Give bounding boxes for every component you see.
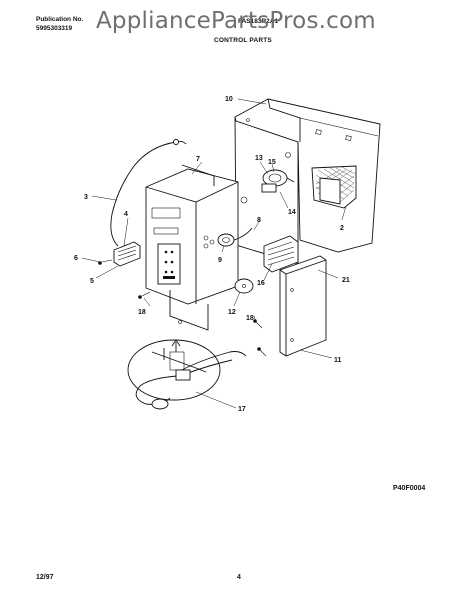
callout-18-left: 18 xyxy=(138,309,146,316)
section-title: CONTROL PARTS xyxy=(214,37,272,44)
page-number: 4 xyxy=(237,574,241,581)
figure-code: P40F0004 xyxy=(393,485,426,492)
callout-5: 5 xyxy=(90,278,94,285)
callout-11: 11 xyxy=(334,357,342,364)
footer-date: 12/97 xyxy=(36,574,54,581)
callout-3: 3 xyxy=(84,194,88,201)
callout-4: 4 xyxy=(124,211,128,218)
callout-16: 16 xyxy=(257,280,265,287)
callout-2: 2 xyxy=(340,225,344,232)
callout-10: 10 xyxy=(225,96,233,103)
power-cord xyxy=(110,139,187,247)
callout-6: 6 xyxy=(74,255,78,262)
disc-part xyxy=(234,278,254,294)
watermark: AppliancePartsPros.com xyxy=(96,8,376,34)
publication-label: Publication No. xyxy=(36,16,84,23)
leader-lines xyxy=(81,98,347,409)
thermostat-assembly xyxy=(261,152,295,193)
terminal-block xyxy=(113,241,141,267)
callout-12: 12 xyxy=(228,309,236,316)
sensor-knob xyxy=(217,227,253,247)
callout-17: 17 xyxy=(238,406,246,413)
callout-18-right: 18 xyxy=(246,315,254,322)
callout-7: 7 xyxy=(196,156,200,163)
grille-panel xyxy=(311,165,357,209)
callout-13: 13 xyxy=(255,155,263,162)
callout-21: 21 xyxy=(342,277,350,284)
model-number: FAS183R2A1 xyxy=(238,18,279,25)
side-bracket-panel xyxy=(234,98,381,265)
callout-14: 14 xyxy=(288,209,296,216)
publication-number: 5995303319 xyxy=(36,25,73,32)
detail-inset xyxy=(127,339,247,410)
callout-9: 9 xyxy=(218,257,222,264)
control-box xyxy=(145,164,248,331)
callout-8: 8 xyxy=(257,217,261,224)
cover-plate xyxy=(279,255,327,357)
callout-15: 15 xyxy=(268,159,276,166)
callout-numbers: 10 7 3 4 6 5 13 15 14 8 9 16 12 21 11 2 … xyxy=(74,96,350,413)
relay-board xyxy=(263,235,299,273)
